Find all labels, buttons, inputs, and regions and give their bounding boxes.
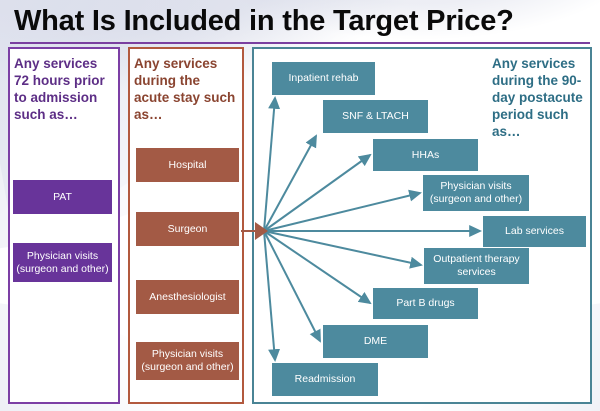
list-item[interactable]: Inpatient rehab — [272, 62, 375, 95]
list-item[interactable]: Part B drugs — [373, 288, 478, 319]
panel-postacute-heading: Any services during the 90-day postacute… — [492, 56, 583, 139]
list-item[interactable]: Outpatient therapy services — [424, 248, 529, 284]
list-item[interactable]: Readmission — [272, 363, 378, 396]
title-divider — [10, 42, 590, 44]
panel-pre-admission — [8, 47, 120, 404]
panel-acute-stay-heading: Any services during the acute stay such … — [134, 56, 236, 122]
list-item[interactable]: SNF & LTACH — [323, 100, 428, 133]
list-item[interactable]: Physician visits (surgeon and other) — [423, 175, 529, 211]
list-item[interactable]: Lab services — [483, 216, 586, 247]
list-item[interactable]: HHAs — [373, 139, 478, 171]
list-item[interactable]: Physician visits (surgeon and other) — [13, 243, 112, 282]
list-item[interactable]: Surgeon — [136, 212, 239, 246]
list-item[interactable]: Hospital — [136, 148, 239, 182]
panel-pre-admission-heading: Any services 72 hours prior to admission… — [14, 56, 105, 122]
list-item[interactable]: Anesthesiologist — [136, 280, 239, 314]
list-item[interactable]: Physician visits (surgeon and other) — [136, 342, 239, 380]
list-item[interactable]: PAT — [13, 180, 112, 214]
slide-title: What Is Included in the Target Price? — [14, 5, 514, 37]
list-item[interactable]: DME — [323, 325, 428, 358]
